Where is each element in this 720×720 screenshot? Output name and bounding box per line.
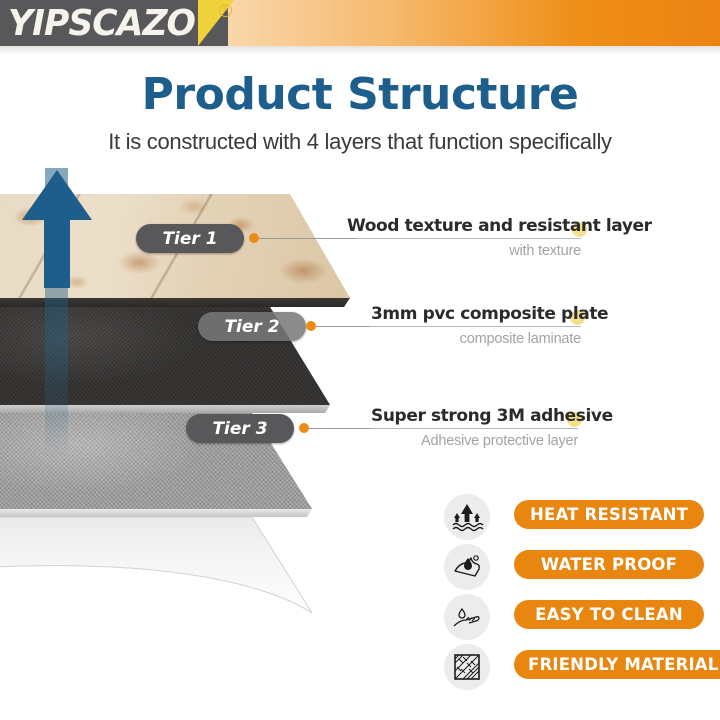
feature-easy-to-clean[interactable]: EASY TO CLEAN [440,592,720,642]
tier-3-heading: Super strong 3M adhesive [371,406,613,426]
feature-water-proof[interactable]: WATER PROOF [440,542,720,592]
easy-to-clean-badge[interactable]: EASY TO CLEAN [514,600,704,629]
tier-1-dot-icon [249,233,259,243]
easy-to-clean-icon [444,594,490,640]
feature-heat-resistant[interactable]: HEAT RESISTANT [440,492,720,542]
header-shadow [0,46,720,55]
layer-2-edge [0,405,330,413]
registered-trademark-icon: R [219,4,232,17]
tier-2-heading: 3mm pvc composite plate [371,304,609,324]
tier-2-dot-icon [306,321,316,331]
page-title: Product Structure [141,69,579,120]
page-subtitle: It is constructed with 4 layers that fun… [108,129,612,154]
layer-1-edge [0,298,350,307]
tier-1-heading: Wood texture and resistant layer [347,216,652,236]
tier-2-leader-line [316,326,370,327]
tier-1-subtext: with texture [509,243,581,259]
layer-4-release-film [0,517,352,627]
friendly-material-badge[interactable]: FRIENDLY MATERIAL [514,650,720,679]
water-proof-icon [444,544,490,590]
layer-3-edge [0,509,312,517]
friendly-material-icon [444,644,490,690]
feature-list: HEAT RESISTANT WATER PROOF EASY TO CLEAN [440,492,720,712]
tier-3-heading-rule [371,428,578,429]
brand-logo-text: YIPSCAZO [8,3,196,44]
heat-resistant-icon [444,494,490,540]
tier-2-heading-rule [370,326,581,327]
tier-2-subtext: composite laminate [459,331,582,347]
tier-3-leader-line [309,428,371,429]
page-header: YIPSCAZO R [0,0,720,46]
tier-1-leader-line [259,238,357,239]
feature-friendly-material[interactable]: FRIENDLY MATERIAL [440,642,720,692]
up-arrow-icon [20,168,94,290]
heat-resistant-badge[interactable]: HEAT RESISTANT [514,500,704,529]
tier-1-pill[interactable]: Tier 1 [136,224,244,253]
water-proof-badge[interactable]: WATER PROOF [514,550,704,579]
tier-2-pill[interactable]: Tier 2 [198,312,306,341]
tier-3-subtext: Adhesive protective layer [421,433,578,449]
tier-3-pill[interactable]: Tier 3 [186,414,294,443]
logo-block: YIPSCAZO [0,0,234,46]
tier-3-dot-icon [299,423,309,433]
tier-1-heading-rule [357,238,581,239]
